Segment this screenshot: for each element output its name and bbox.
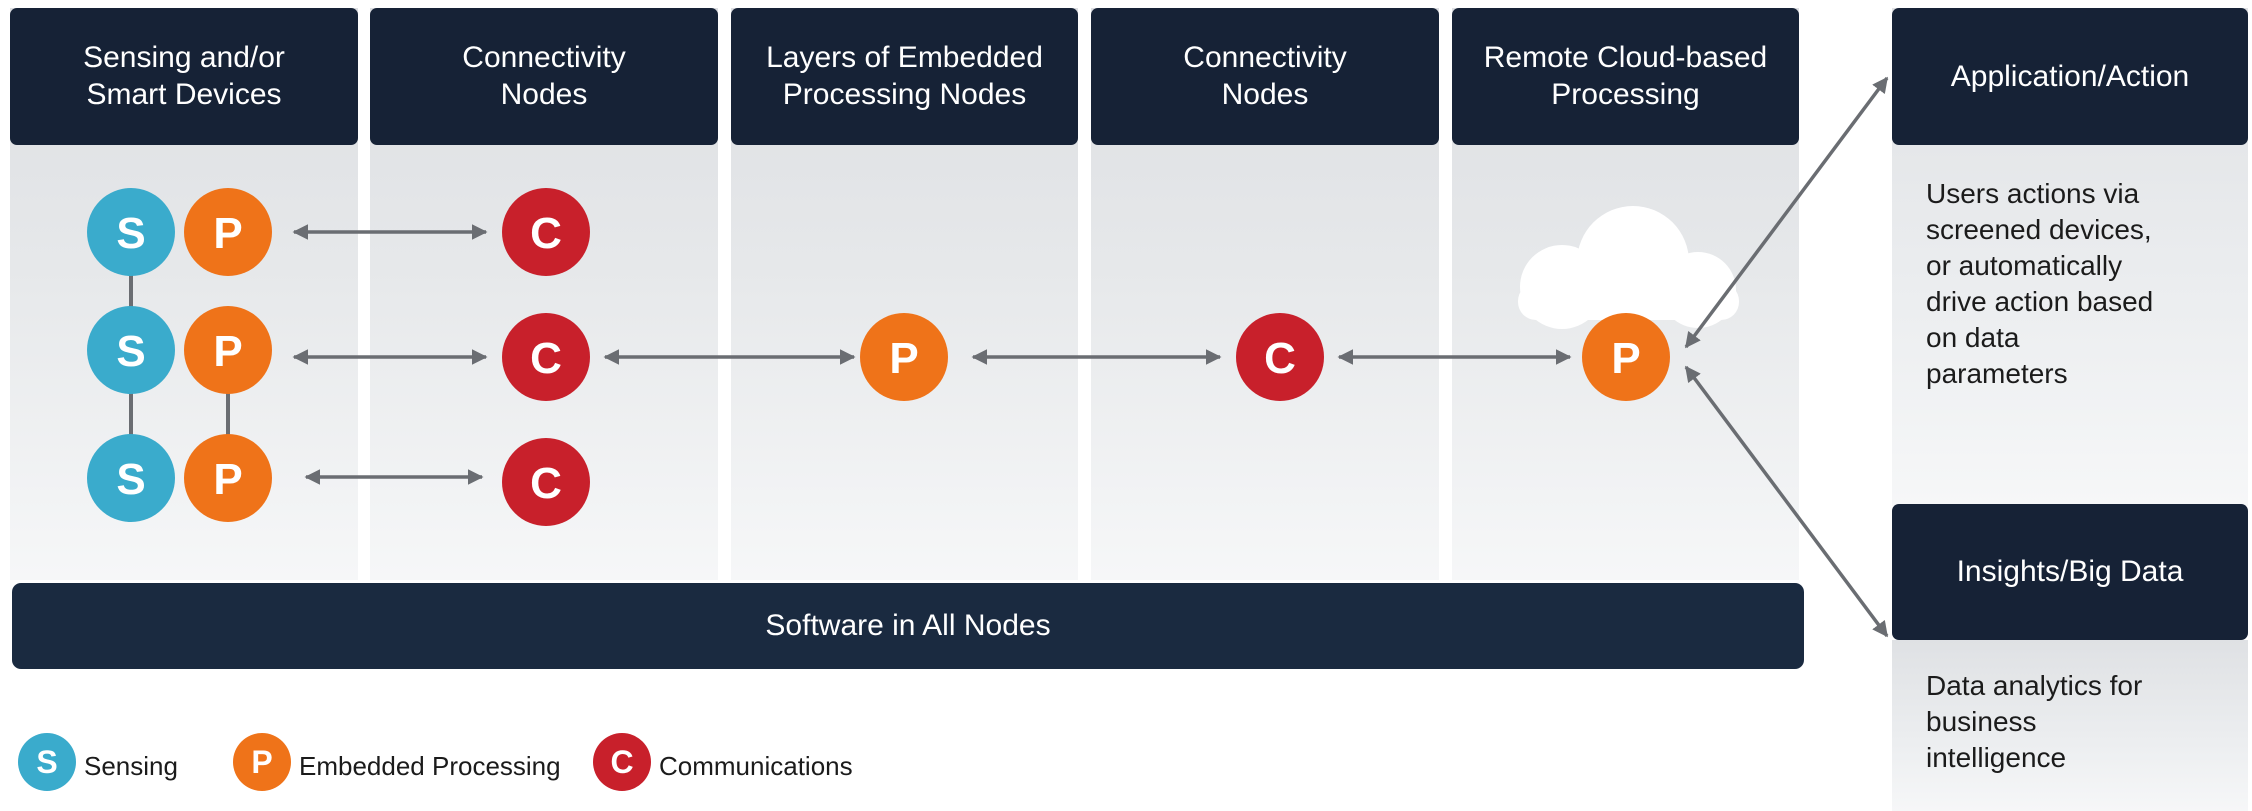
legend-sensing-icon: S [18,733,76,791]
processing-node-1: P [184,188,272,276]
arrow-p5-application [1684,76,1889,349]
svg-text:S: S [116,455,145,504]
processing-node-5: P [1582,313,1670,401]
software-bar: Software in All Nodes [12,583,1804,669]
communications-node-3: C [502,438,590,526]
cloud-icon [1518,206,1739,329]
svg-text:S: S [116,209,145,258]
processing-node-3: P [184,434,272,522]
svg-text:C: C [1264,334,1296,383]
legend-sensing-label: Sensing [84,751,178,781]
insights-panel [1892,640,2248,811]
svg-text:C: C [530,459,562,508]
application-header: Application/Action [1892,8,2248,145]
column-connectivity-2: Connectivity Nodes [1091,8,1439,580]
svg-text:C: C [530,334,562,383]
svg-text:P: P [213,327,242,376]
svg-text:C: C [610,744,633,780]
column-header: Sensing and/or Smart Devices [10,8,358,145]
column-header: Connectivity Nodes [1091,8,1439,145]
svg-text:P: P [1611,334,1640,383]
insights-header: Insights/Big Data [1892,504,2248,640]
svg-text:P: P [213,209,242,258]
communications-node-4: C [1236,313,1324,401]
communications-node-2: C [502,313,590,401]
svg-text:S: S [36,744,57,780]
processing-node-4: P [860,313,948,401]
legend-communications-icon: C [593,733,651,791]
communications-node-1: C [502,188,590,276]
application-description: Users actions via screened devices, or a… [1926,178,2154,389]
column-header: Layers of Embedded Processing Nodes [731,8,1078,145]
sensing-node-2: S [87,306,175,394]
svg-text:P: P [251,744,272,780]
legend-communications-label: Communications [659,751,853,781]
svg-text:P: P [213,455,242,504]
arrow-p5-insights [1684,365,1889,638]
legend-processing-icon: P [233,733,291,791]
column-embedded-processing: Layers of Embedded Processing Nodes [731,8,1078,580]
svg-text:C: C [530,209,562,258]
insights-description: Data analytics for business intelligence [1926,670,2143,773]
column-sensing: Sensing and/or Smart Devices [10,8,358,580]
column-header: Connectivity Nodes [370,8,718,145]
legend-processing-label: Embedded Processing [299,751,561,781]
svg-text:S: S [116,327,145,376]
sensing-node-1: S [87,188,175,276]
svg-text:P: P [889,334,918,383]
sensing-node-3: S [87,434,175,522]
processing-node-2: P [184,306,272,394]
